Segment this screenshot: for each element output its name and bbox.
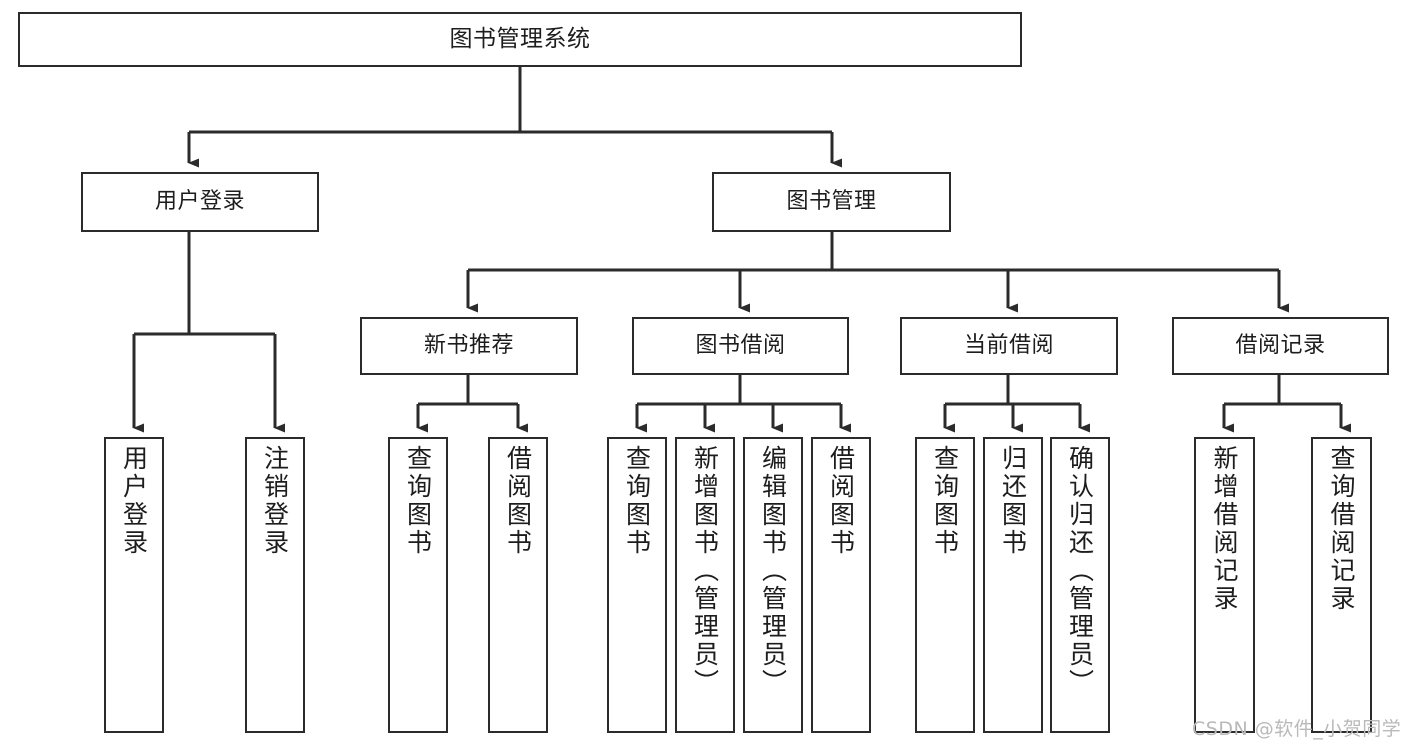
node-label: 新增图书（管理员） (690, 445, 720, 697)
leaf-confirm-return-admin[interactable]: 确认归还（管理员） (1050, 437, 1110, 733)
leaf-add-borrow-record[interactable]: 新增借阅记录 (1194, 437, 1255, 733)
node-label: 注销登录 (260, 445, 290, 557)
node-root-system[interactable]: 图书管理系统 (18, 12, 1022, 67)
node-label: 编辑图书（管理员） (758, 445, 788, 697)
node-label: 查询图书 (403, 445, 433, 557)
node-label: 借阅图书 (503, 445, 533, 557)
leaf-add-book-admin[interactable]: 新增图书（管理员） (675, 437, 735, 733)
node-label: 借阅图书 (826, 445, 856, 557)
node-new-book-recommend[interactable]: 新书推荐 (360, 317, 578, 375)
node-label: 查询图书 (930, 445, 960, 557)
node-label: 确认归还（管理员） (1065, 445, 1095, 697)
node-label: 借阅记录 (1235, 333, 1326, 359)
leaf-query-book-recommend[interactable]: 查询图书 (388, 437, 448, 733)
leaf-query-borrow-record[interactable]: 查询借阅记录 (1311, 437, 1372, 733)
leaf-borrow-book[interactable]: 借阅图书 (811, 437, 871, 733)
node-label: 图书管理 (786, 189, 877, 215)
node-label: 新增借阅记录 (1210, 445, 1239, 613)
node-label: 图书借阅 (695, 333, 786, 359)
leaf-edit-book-admin[interactable]: 编辑图书（管理员） (743, 437, 803, 733)
node-current-borrow[interactable]: 当前借阅 (900, 317, 1118, 375)
node-label: 当前借阅 (963, 333, 1054, 359)
leaf-query-book-borrow[interactable]: 查询图书 (607, 437, 667, 733)
node-label: 用户登录 (119, 445, 149, 557)
csdn-watermark: CSDN @软件_小贺同学 (1192, 718, 1402, 740)
node-label: 图书管理系统 (449, 25, 591, 52)
leaf-return-book[interactable]: 归还图书 (983, 437, 1043, 733)
node-book-borrow[interactable]: 图书借阅 (632, 317, 849, 375)
node-borrow-record[interactable]: 借阅记录 (1172, 317, 1389, 375)
leaf-user-login[interactable]: 用户登录 (104, 437, 164, 733)
leaf-query-book-current[interactable]: 查询图书 (915, 437, 975, 733)
node-label: 用户登录 (154, 189, 245, 215)
node-label: 归还图书 (998, 445, 1028, 557)
leaf-borrow-book-recommend[interactable]: 借阅图书 (488, 437, 548, 733)
node-label: 查询借阅记录 (1327, 445, 1356, 613)
leaf-logout[interactable]: 注销登录 (245, 437, 305, 733)
node-book-management[interactable]: 图书管理 (712, 172, 951, 232)
node-label: 新书推荐 (423, 333, 514, 359)
node-label: 查询图书 (622, 445, 652, 557)
node-user-login[interactable]: 用户登录 (81, 172, 319, 232)
